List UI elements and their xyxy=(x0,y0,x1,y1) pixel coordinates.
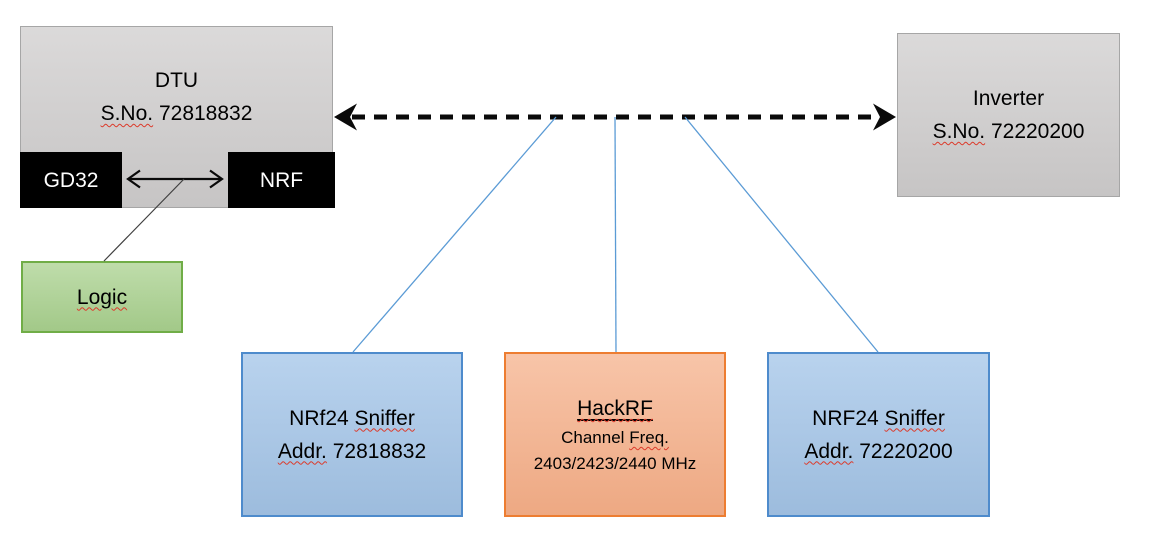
dashed-arrowhead-right-icon xyxy=(873,103,896,131)
logic-box: Logic xyxy=(21,261,183,333)
inverter-serial-label: S.No. xyxy=(932,120,986,143)
sniffer-right-box: NRF24 Sniffer Addr. 72220200 xyxy=(767,352,990,517)
dashed-arrowhead-left-icon xyxy=(334,103,357,131)
dtu-serial-label: S.No. xyxy=(100,102,154,125)
gd32-label: GD32 xyxy=(43,168,99,192)
dtu-title: DTU xyxy=(154,69,199,92)
inverter-serial-number: 72220200 xyxy=(985,120,1085,143)
logic-label: Logic xyxy=(76,285,128,309)
connector-hackrf xyxy=(614,116,617,353)
dtu-box: DTU S.No. 72818832 xyxy=(20,26,333,208)
hackrf-frequencies: 2403/2423/2440 MHz xyxy=(533,454,697,473)
sniffer-left-box: NRf24 Sniffer Addr. 72818832 xyxy=(241,352,463,517)
hackrf-channel-label: Channel Freq. xyxy=(561,428,669,447)
sniffer-right-addr: Addr. 72220200 xyxy=(804,439,953,463)
nrf-chip: NRF xyxy=(228,152,335,208)
sniffer-left-title: NRf24 Sniffer xyxy=(289,406,415,430)
sniffer-left-addr: Addr. 72818832 xyxy=(277,439,427,463)
dtu-serial: S.No. 72818832 xyxy=(101,97,253,130)
inverter-title: Inverter xyxy=(972,87,1045,110)
dtu-serial-number: 72818832 xyxy=(153,102,253,125)
sniffer-right-title: NRF24 Sniffer xyxy=(812,406,945,430)
nrf-label: NRF xyxy=(259,168,304,192)
connector-sniffer-left xyxy=(352,116,557,353)
hackrf-title: HackRF xyxy=(577,397,653,420)
hackrf-box: HackRF Channel Freq. 2403/2423/2440 MHz xyxy=(504,352,726,517)
gd32-chip: GD32 xyxy=(20,152,122,208)
inverter-box: Inverter S.No. 72220200 xyxy=(897,33,1120,197)
connector-sniffer-right xyxy=(684,116,879,353)
inverter-serial: S.No. 72220200 xyxy=(933,115,1085,148)
